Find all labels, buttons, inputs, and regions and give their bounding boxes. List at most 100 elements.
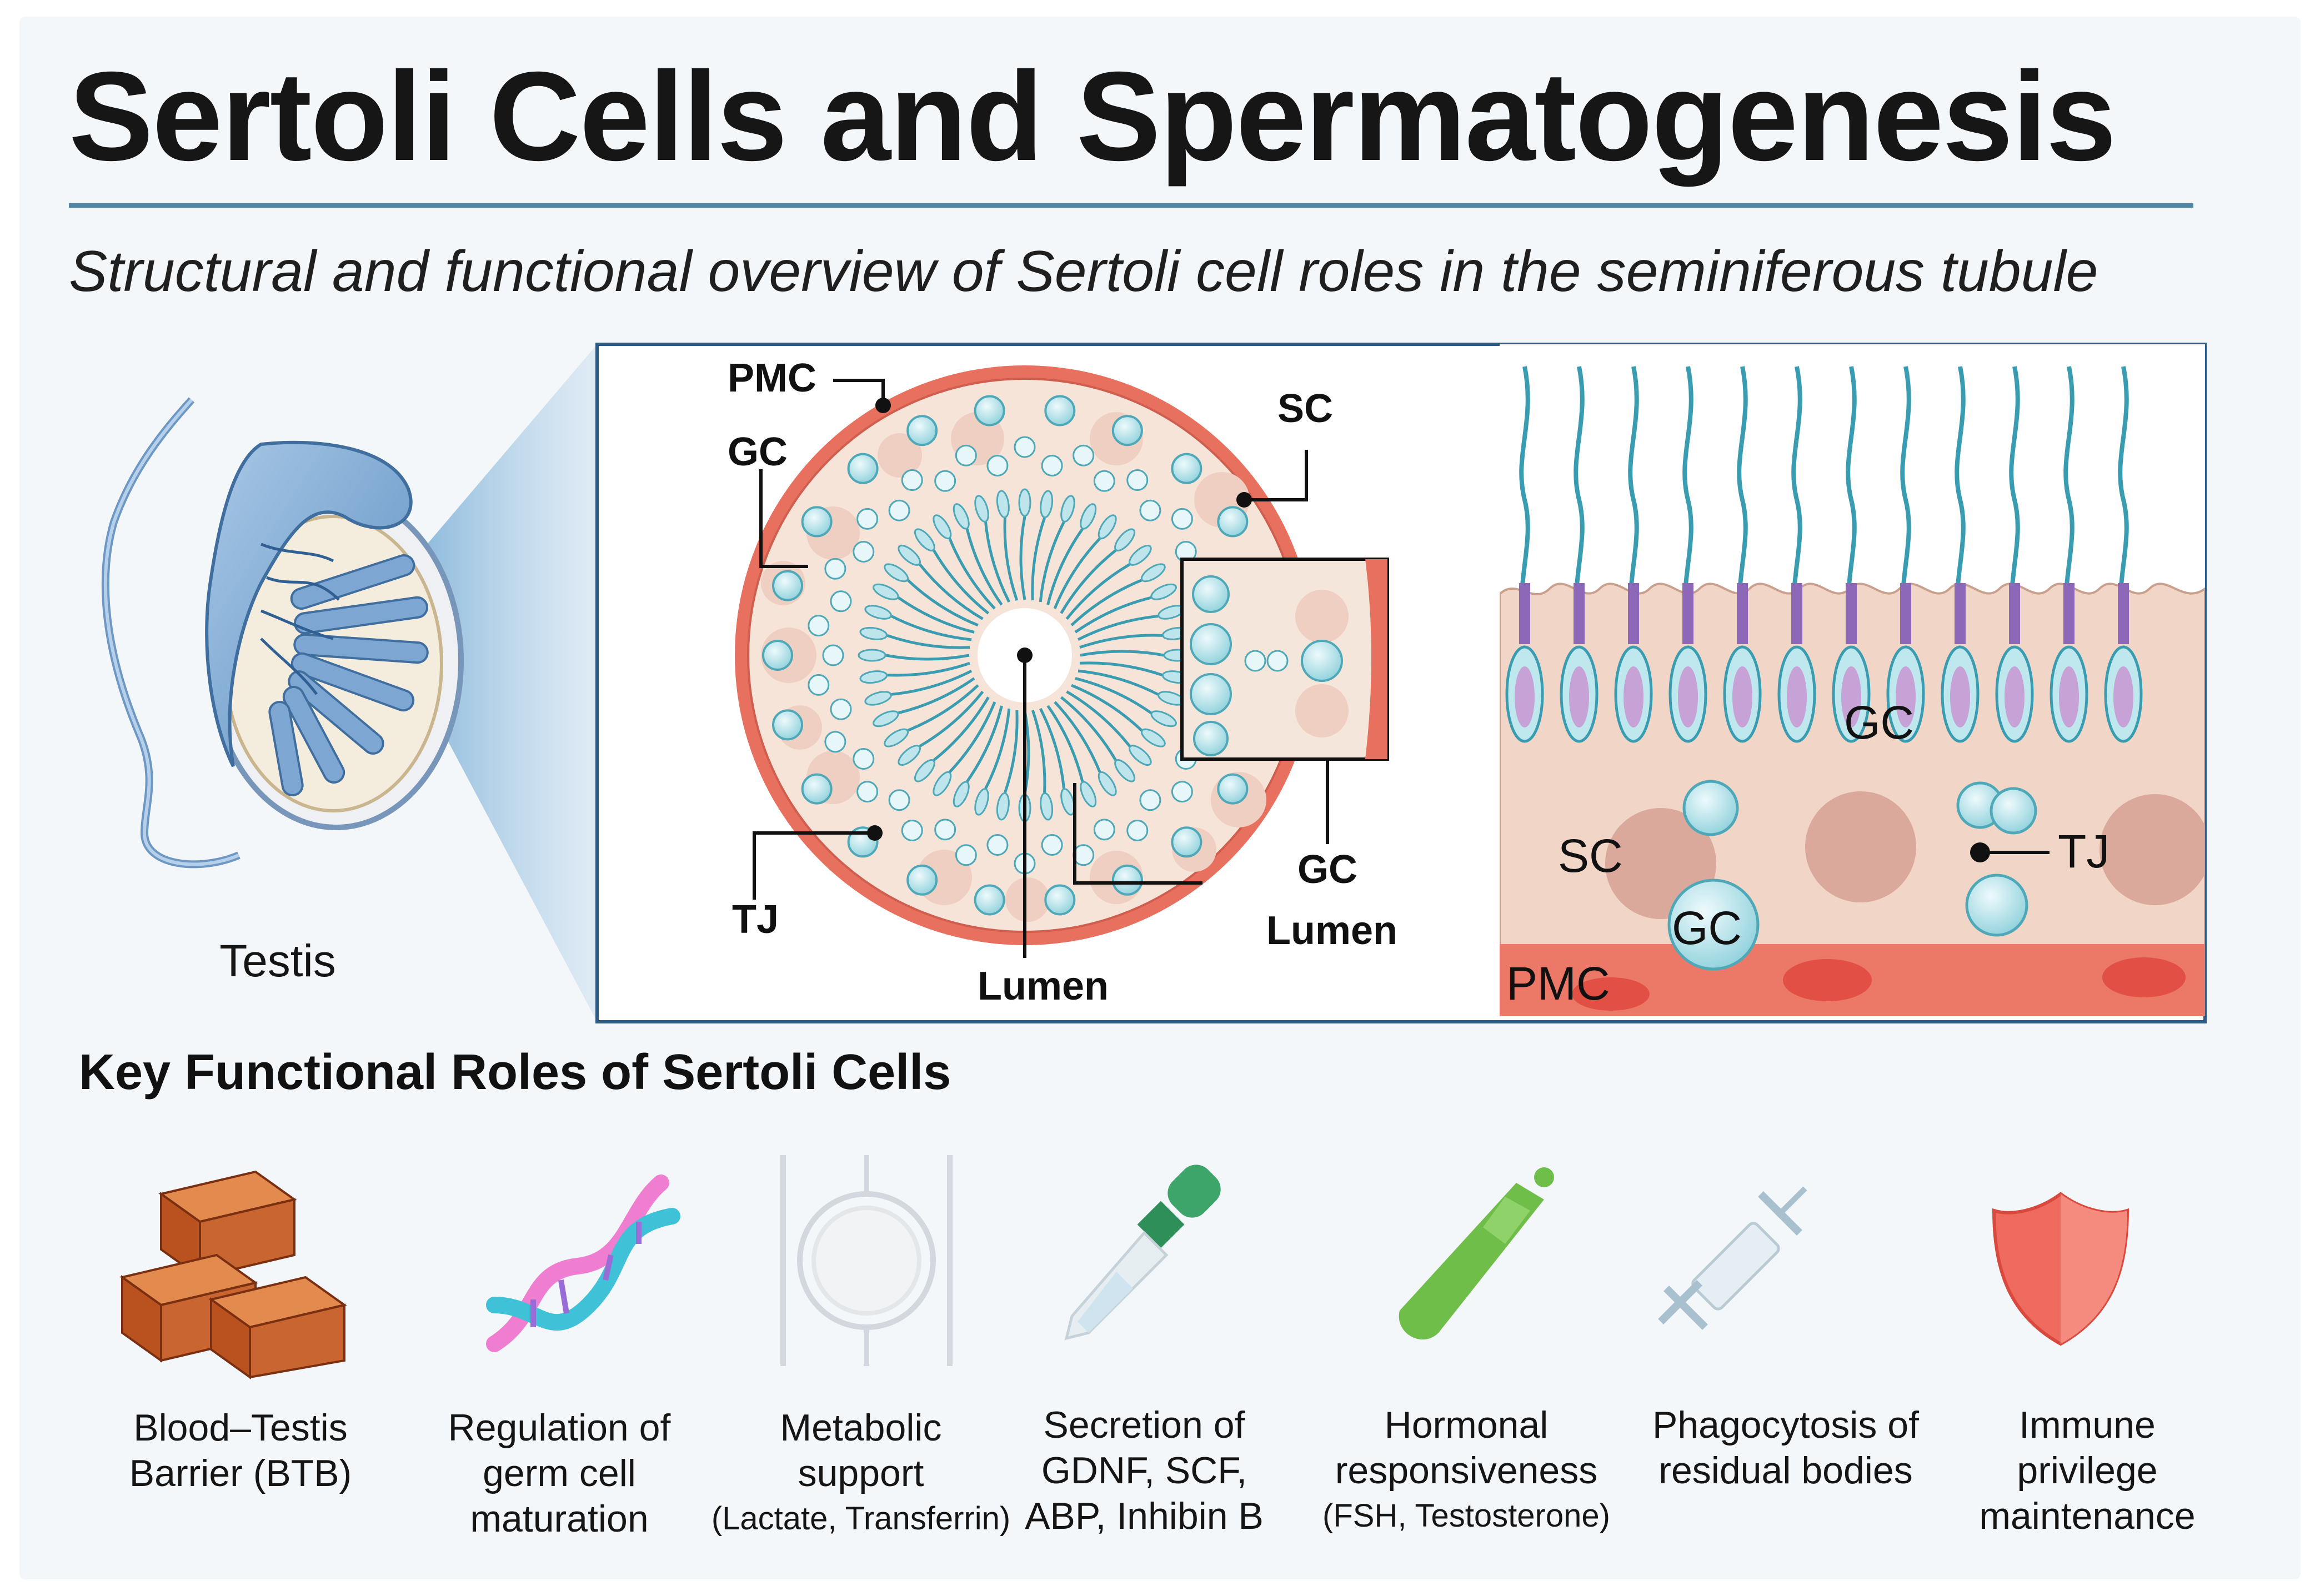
spermatocyte bbox=[1044, 884, 1076, 916]
spermatid-head bbox=[859, 670, 888, 684]
spermatid-head bbox=[1140, 563, 1166, 583]
spermatocyte bbox=[1217, 773, 1249, 805]
flagellum bbox=[887, 661, 970, 677]
label-gc: GC bbox=[728, 430, 788, 474]
spermatid-head bbox=[898, 544, 921, 566]
label-tj-detail: TJ bbox=[2058, 825, 2109, 877]
nucleus bbox=[2005, 666, 2025, 727]
label-gc-lower: GC bbox=[1672, 902, 1742, 954]
round-spermatid bbox=[1093, 470, 1115, 492]
spermatid-head bbox=[996, 792, 1010, 821]
elongating-spermatids bbox=[1505, 366, 2143, 743]
round-spermatid bbox=[856, 508, 879, 530]
midpiece bbox=[1791, 583, 1802, 644]
spermatid-head bbox=[873, 710, 899, 727]
zoom-wedge-left bbox=[408, 344, 597, 1022]
label-lumen-right: Lumen bbox=[1266, 909, 1397, 953]
syringe-icon bbox=[1658, 1186, 1807, 1330]
spermatid-head bbox=[996, 490, 1010, 519]
cross-section-leaders bbox=[753, 379, 1329, 958]
round-spermatid bbox=[1171, 508, 1193, 530]
spermatid-head bbox=[1150, 583, 1177, 600]
roles-heading: Key Functional Roles of Sertoli Cells bbox=[79, 1045, 951, 1100]
nucleus bbox=[2113, 666, 2133, 727]
round-spermatid bbox=[1041, 834, 1063, 856]
flagellum bbox=[1003, 518, 1019, 601]
round-spermatid bbox=[808, 674, 830, 696]
dna-icon bbox=[486, 1175, 680, 1352]
nucleus bbox=[1624, 666, 1643, 727]
midpiece bbox=[1628, 583, 1639, 644]
spermatocyte bbox=[906, 864, 938, 896]
label-tj: TJ bbox=[732, 897, 779, 942]
round-spermatid bbox=[901, 819, 923, 841]
flagellum bbox=[919, 563, 984, 620]
round-spermatid bbox=[808, 615, 830, 637]
midpiece bbox=[1519, 583, 1530, 644]
round-spermatid bbox=[822, 644, 844, 666]
spermatid-head bbox=[1060, 495, 1075, 523]
spermatocyte bbox=[906, 415, 938, 446]
flagellum bbox=[1039, 521, 1065, 603]
flagellum bbox=[1046, 528, 1084, 605]
spermatocyte bbox=[801, 773, 833, 805]
flagellum bbox=[1074, 596, 1152, 634]
round-spermatid bbox=[830, 590, 852, 613]
flagellum bbox=[948, 538, 996, 610]
flagellum bbox=[1046, 705, 1084, 782]
round-spermatid bbox=[1093, 819, 1115, 841]
spermatid-head bbox=[884, 563, 909, 583]
spermatid-head bbox=[1080, 781, 1097, 807]
round-spermatid bbox=[1041, 455, 1063, 477]
spermatid-head bbox=[974, 495, 989, 523]
midpiece bbox=[1846, 583, 1857, 644]
flagellum bbox=[984, 521, 1011, 603]
nucleus bbox=[1732, 666, 1752, 727]
midpiece bbox=[2063, 583, 2075, 644]
round-spermatid bbox=[853, 540, 875, 563]
spermatid-head bbox=[859, 626, 888, 640]
flagellum bbox=[1004, 710, 1019, 794]
flagellum bbox=[898, 677, 975, 715]
flagellum bbox=[885, 654, 970, 661]
spermatocyte bbox=[801, 506, 833, 538]
nucleus bbox=[1896, 666, 1916, 727]
flagellum bbox=[1080, 650, 1164, 657]
round-spermatid bbox=[1014, 436, 1036, 458]
spermatid-head bbox=[873, 583, 899, 600]
round-spermatid bbox=[824, 558, 846, 580]
spermatid-head bbox=[1114, 759, 1136, 782]
spermatid-head bbox=[1098, 514, 1117, 540]
spermatid-head bbox=[1114, 528, 1136, 551]
flagellum bbox=[1077, 615, 1159, 641]
midpiece bbox=[1682, 583, 1693, 644]
label-gc-right: GC bbox=[1297, 847, 1357, 892]
spermatid-head bbox=[1150, 710, 1177, 727]
spermatid-head bbox=[914, 528, 935, 551]
flagellum bbox=[1019, 516, 1026, 600]
spermatid-head bbox=[898, 745, 921, 766]
flagellum bbox=[1065, 563, 1131, 620]
midpiece bbox=[1900, 583, 1911, 644]
spermatocyte bbox=[1171, 453, 1202, 484]
round-spermatid bbox=[955, 444, 977, 466]
vial-icon bbox=[1399, 1167, 1554, 1340]
flagellum bbox=[1060, 696, 1117, 761]
nucleus bbox=[1787, 666, 1807, 727]
flagellum bbox=[933, 696, 990, 761]
flagellum bbox=[1071, 684, 1143, 731]
spermatid-head bbox=[858, 649, 886, 662]
spermatid-head bbox=[1040, 792, 1054, 821]
spermatocyte bbox=[1111, 864, 1143, 896]
title-divider bbox=[69, 203, 2193, 208]
flagellum bbox=[1079, 634, 1162, 649]
spermatocyte bbox=[1217, 506, 1249, 538]
spermatid-head bbox=[884, 728, 909, 747]
label-lumen-center: Lumen bbox=[978, 964, 1109, 1008]
flagellum bbox=[949, 701, 996, 774]
flagellum bbox=[1031, 517, 1046, 601]
